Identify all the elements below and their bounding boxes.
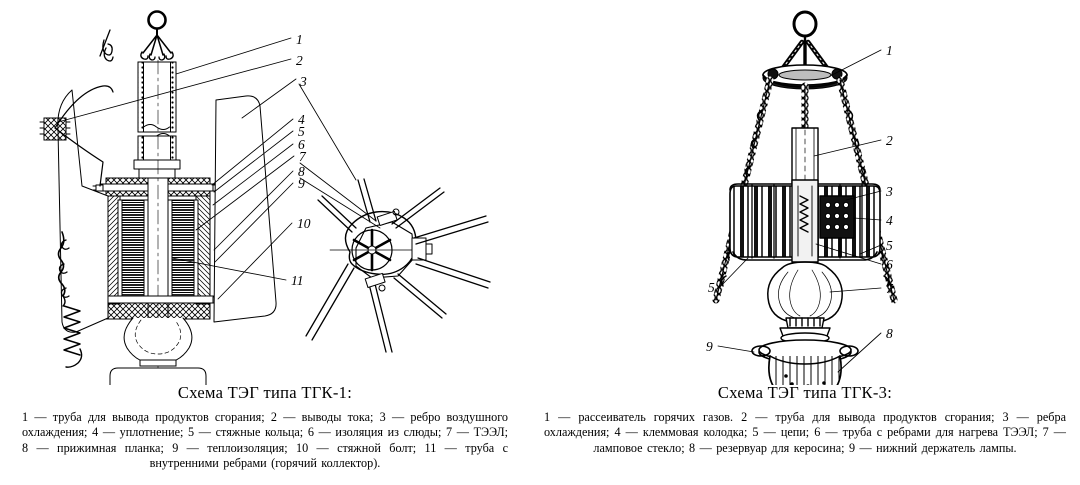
cooling-fin-drum (729, 179, 881, 263)
caption-title-tgk3: Схема ТЭГ типа ТГК-3: (717, 383, 893, 402)
figure-panel-tgk1: 1 2 3 4 5 6 7 8 9 10 11 Схема ТЭГ типа Т… (0, 0, 530, 485)
callout-8: 8 (298, 164, 305, 179)
callout-6: 6 (298, 137, 305, 152)
exhaust-pipe (133, 61, 181, 179)
caption-title-tgk1: Схема ТЭГ типа ТГК-1: (177, 383, 353, 402)
callout-numbers-tgk3: 1 2 3 4 5 6 7 8 9 5 (706, 43, 894, 354)
diagram-tgk1: 1 2 3 4 5 6 7 8 9 10 11 (0, 0, 530, 385)
cross-section-view (305, 178, 491, 353)
lamp-glass-chimney (767, 261, 843, 324)
callout-5: 5 (298, 124, 305, 139)
callout-3: 3 (299, 74, 307, 89)
figure-panel-tgk3: 1 2 3 4 5 6 7 8 9 5 Схема ТЭГ типа ТГК-3… (530, 0, 1080, 485)
callout-r-7: 7 (886, 281, 894, 296)
callout-r-5: 5 (886, 238, 893, 253)
callout-r-2: 2 (886, 133, 893, 148)
cooling-fin-right (213, 95, 277, 323)
current-terminal-block (39, 117, 71, 141)
callout-10: 10 (297, 216, 311, 231)
callout-r-4: 4 (886, 213, 893, 228)
callout-7: 7 (299, 149, 307, 164)
callout-numbers-tgk1: 1 2 3 4 5 6 7 8 9 10 11 (291, 32, 311, 288)
caption-body-tgk3: 1 — рассеиватель горячих газов. 2 — труб… (544, 410, 1066, 455)
callout-r-9: 9 (706, 339, 713, 354)
callout-r-5b: 5 (708, 280, 715, 295)
caption-tgk3: Схема ТЭГ типа ТГК-3: 1 — рассеиватель г… (530, 383, 1080, 456)
callout-9: 9 (298, 176, 305, 191)
suspension-ring-icon (147, 10, 167, 37)
kerosene-lamp-base (109, 367, 207, 385)
current-lead-wires (54, 29, 114, 187)
terminal-block-tgk3 (819, 195, 855, 239)
hanger-hooks (140, 34, 174, 61)
caption-body-tgk1: 1 — труба для вывода продуктов сгорания;… (22, 410, 508, 471)
lamp-glass-and-base (123, 317, 193, 370)
callout-11: 11 (291, 273, 304, 288)
callout-r-3: 3 (885, 184, 893, 199)
leader-lines (57, 37, 381, 300)
callout-r-1: 1 (886, 43, 893, 58)
callout-1: 1 (296, 32, 303, 47)
callout-2: 2 (296, 53, 303, 68)
top-suspension-ring-icon (792, 10, 818, 46)
callout-r-8: 8 (886, 326, 893, 341)
callout-4: 4 (298, 112, 305, 127)
teg-body-assembly (92, 59, 224, 381)
chain-and-spring (57, 231, 83, 368)
leader-lines-tgk3 (717, 49, 882, 373)
callout-r-6: 6 (886, 257, 893, 272)
diagram-tgk3: 1 2 3 4 5 6 7 8 9 5 (530, 0, 1080, 385)
kerosene-reservoir (768, 355, 842, 385)
caption-tgk1: Схема ТЭГ типа ТГК-1: 1 — труба для выво… (0, 383, 530, 472)
